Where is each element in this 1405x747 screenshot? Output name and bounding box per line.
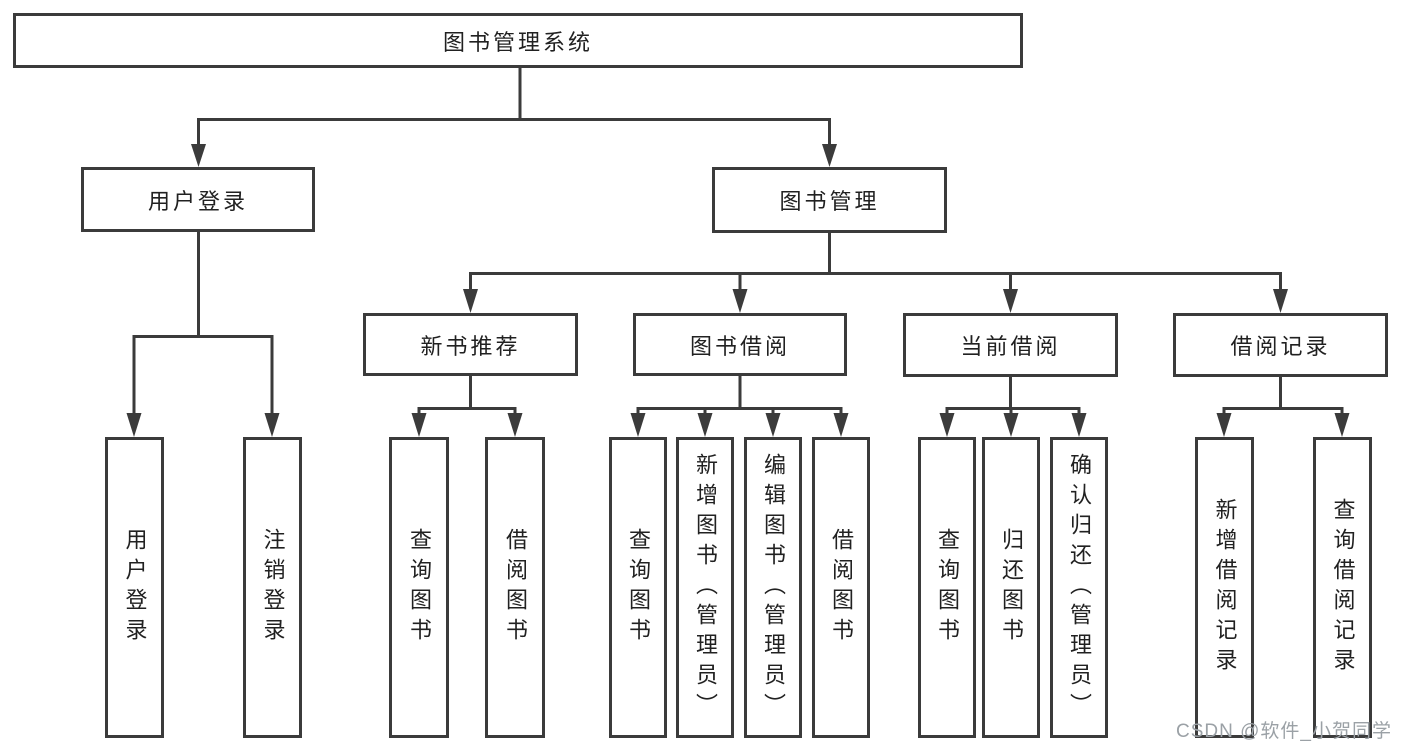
node-borrowing-records: 借阅记录 <box>1173 313 1388 377</box>
leaf-borrow-books-recommend: 借阅图书 <box>485 437 545 738</box>
node-library-management-system: 图书管理系统 <box>13 13 1023 68</box>
leaf-logout: 注销登录 <box>243 437 302 738</box>
node-book-borrowing: 图书借阅 <box>633 313 847 376</box>
node-new-book-recommendation: 新书推荐 <box>363 313 578 376</box>
leaf-return-books: 归还图书 <box>982 437 1040 738</box>
node-current-borrowing: 当前借阅 <box>903 313 1118 377</box>
leaf-query-books-borrow: 查询图书 <box>609 437 667 738</box>
node-user-login: 用户登录 <box>81 167 315 232</box>
leaf-add-books-admin: 新增图书（管理员） <box>676 437 734 738</box>
leaf-add-borrow-record: 新增借阅记录 <box>1195 437 1254 738</box>
node-book-management: 图书管理 <box>712 167 947 233</box>
leaf-query-books-current: 查询图书 <box>918 437 976 738</box>
leaf-borrow-books: 借阅图书 <box>812 437 870 738</box>
leaf-query-borrow-record: 查询借阅记录 <box>1313 437 1372 738</box>
watermark: CSDN @软件_小贺同学 <box>1176 721 1392 742</box>
leaf-user-login: 用户登录 <box>105 437 164 738</box>
leaf-confirm-return-admin: 确认归还（管理员） <box>1050 437 1108 738</box>
leaf-query-books-recommend: 查询图书 <box>389 437 449 738</box>
leaf-edit-books-admin: 编辑图书（管理员） <box>744 437 802 738</box>
